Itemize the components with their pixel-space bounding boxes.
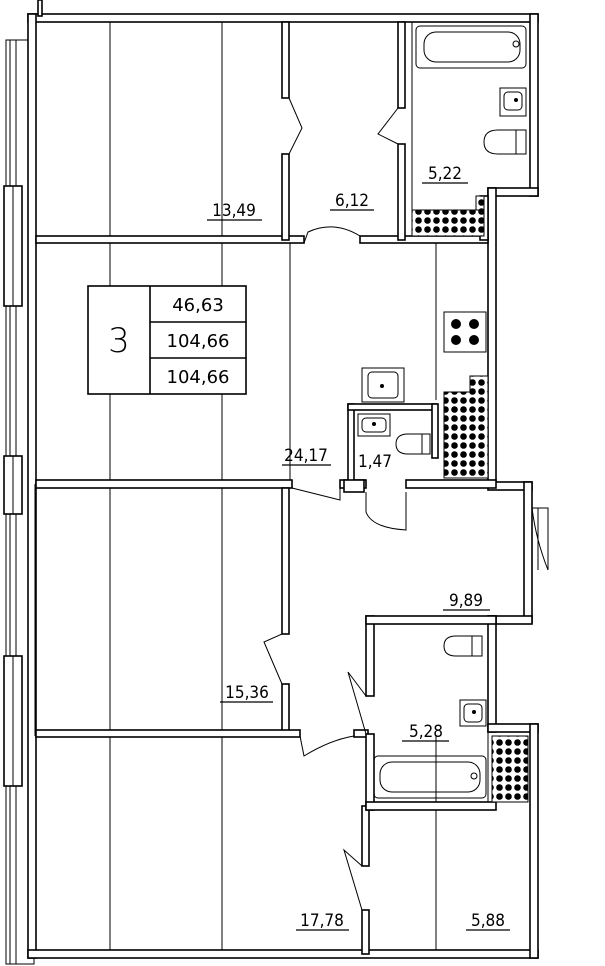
area-label-bedroom-bottom: 17,78 (300, 911, 344, 931)
tiled-floors (411, 195, 529, 803)
room-count: 3 (108, 321, 130, 361)
total-area-value: 104,66 (167, 331, 230, 352)
area-label-wc: 1,47 (358, 452, 392, 472)
doors (263, 97, 549, 911)
area-label-wardrobe-top: 6,12 (335, 191, 369, 211)
area-label-hall: 9,89 (449, 591, 483, 611)
outer-walls (27, 0, 539, 959)
left-facade (3, 39, 35, 965)
area-label-bedroom-middle: 15,36 (225, 683, 269, 703)
living-area-value: 46,63 (172, 295, 224, 316)
total-area-value-2: 104,66 (167, 367, 230, 388)
area-label-bedroom-top: 13,49 (212, 201, 256, 221)
fixtures (357, 25, 527, 799)
area-label-storage: 5,88 (471, 911, 505, 931)
room-labels: 13,49 6,12 5,22 24,17 1,47 9,89 15,36 5,… (207, 164, 510, 931)
interior-walls (35, 21, 497, 955)
area-label-bath-bottom: 5,28 (409, 722, 443, 742)
info-box: 3 46,63 104,66 104,66 (87, 285, 247, 395)
area-label-bath-top: 5,22 (428, 164, 462, 184)
area-label-living: 24,17 (284, 446, 328, 466)
